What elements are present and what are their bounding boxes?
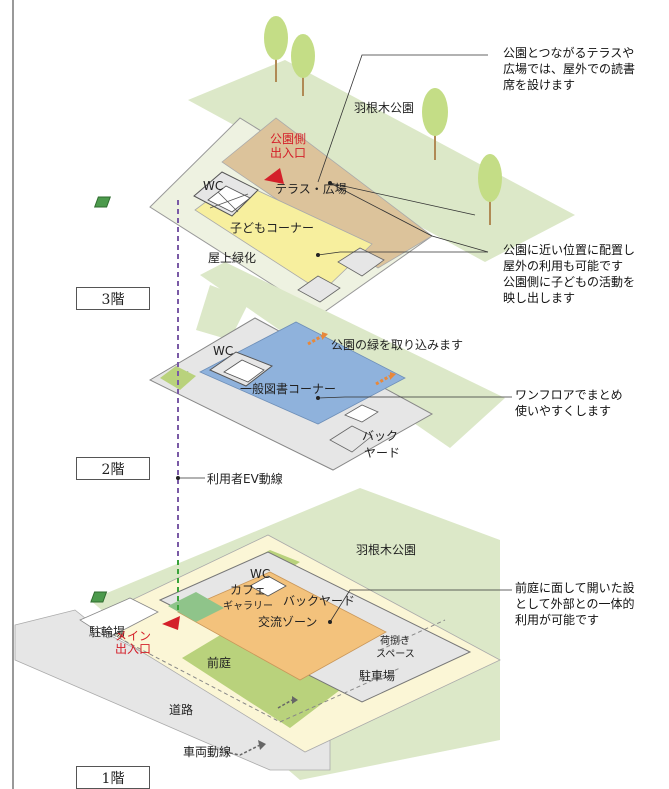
note-garden: 前庭に面して開いた設 として外部との一体的 利用が可能です [515, 581, 635, 627]
exchange-zone-area [177, 571, 387, 681]
label-roof-green: 屋上緑化 [208, 250, 256, 265]
label-unloading-1: 荷捌き [380, 634, 410, 647]
label-hanegi-park-bottom: 羽根木公園 [356, 543, 416, 557]
label-hanegi-park-top: 羽根木公園 [354, 101, 414, 115]
label-general-books: 一般図書コーナー [240, 381, 336, 396]
label-parking: 駐車場 [359, 668, 395, 683]
leader-general [317, 396, 512, 399]
label-backyard-2f-1: バック [362, 429, 398, 443]
label-front-garden: 前庭 [207, 655, 231, 670]
front-garden-area [182, 628, 340, 728]
label-wc-1f: WC [250, 567, 270, 581]
label-cafe-2: ギャラリー [223, 600, 273, 612]
label-cafe-1: カフェ [230, 583, 266, 597]
bicycle-parking-area [79, 597, 159, 639]
general-books-area [199, 321, 406, 425]
elevator-1f [90, 591, 108, 603]
label-terrace: テラス・広場 [275, 182, 347, 196]
label-park-entrance-1: 公園側 [270, 132, 306, 146]
label-road: 道路 [169, 702, 193, 717]
label-bicycle: 駐輪場 [89, 624, 125, 639]
label-kids-corner: 子どもコーナー [230, 221, 314, 235]
label-ev-route: 利用者EV動線 [207, 471, 283, 486]
tree-icon [422, 88, 448, 160]
note-kids: 公園に近い位置に配置し 屋外の利用も可能です 公園側に子どもの活動を 映し出しま… [503, 243, 636, 305]
note-terrace: 公園とつながるテラスや 広場では、屋外での読書 席を設けます [503, 46, 636, 92]
label-main-entrance-1: メイン [115, 629, 151, 643]
stair-1f [249, 575, 287, 597]
view-arrow-icon [375, 372, 396, 386]
parking-arrow-icon [277, 696, 298, 709]
label-wc-3f: WC [203, 179, 223, 193]
label-main-entrance-2: 出入口 [115, 642, 151, 656]
leader-terrace [317, 54, 488, 183]
park-entrance-arrow-icon [264, 168, 284, 184]
label-park-green: 公園の緑を取り込みます [331, 337, 463, 352]
park-strip-3f [188, 60, 575, 262]
main-entrance-arrow-icon [162, 616, 180, 630]
tree-icon [478, 154, 502, 225]
label-unloading-2: スペース [376, 649, 415, 660]
green-corner-2f [160, 366, 196, 390]
core-3f [337, 247, 385, 277]
tree-icon [264, 16, 288, 82]
label-backyard-1f: バックヤード [283, 594, 355, 608]
floor-3-label: 3階 [76, 287, 150, 310]
floor-1-label: 1階 [76, 766, 150, 789]
park-strip-2f-left [196, 285, 250, 340]
label-exchange-zone: 交流ゾーン [258, 614, 317, 629]
label-vehicle-route: 車両動線 [183, 744, 231, 759]
elevator-3f [93, 196, 111, 208]
entrance-patch [168, 592, 224, 622]
label-backyard-2f-2: ヤード [364, 446, 400, 460]
vehicle-route-line [224, 744, 261, 756]
backyard-2f [329, 425, 373, 453]
stair-3f-b [297, 275, 341, 303]
label-park-entrance-2: 出入口 [270, 146, 306, 160]
label-wc-2f: WC [213, 344, 233, 358]
view-arrow-icon [307, 332, 328, 346]
tree-icon [291, 34, 315, 96]
note-one-floor: ワンフロアでまとめ 使いやすくします [515, 388, 623, 418]
leader-kids [317, 251, 488, 256]
leader-garden [329, 589, 512, 623]
floor-2-label: 2階 [76, 457, 150, 480]
